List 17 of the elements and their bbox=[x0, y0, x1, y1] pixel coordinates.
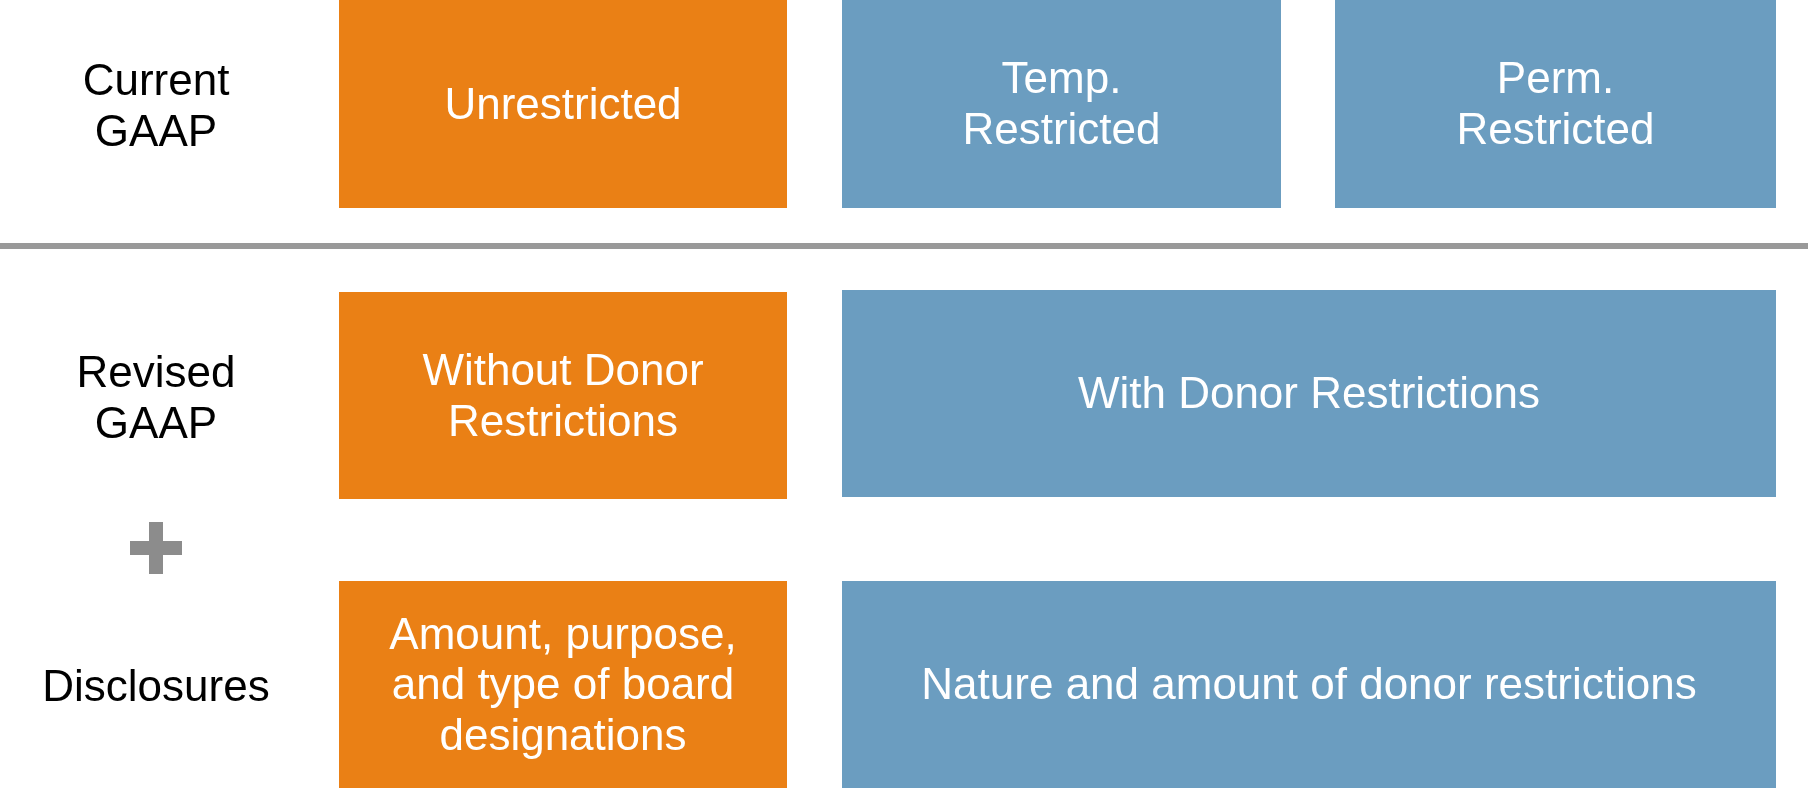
box-text: Nature and amount of donor restrictions bbox=[921, 659, 1697, 710]
row-label: Current GAAP bbox=[81, 55, 231, 157]
category-box bbox=[842, 0, 1281, 208]
category-box bbox=[842, 581, 1776, 788]
row-label: Disclosures bbox=[41, 660, 271, 712]
box-text: Without Donor Restrictions bbox=[421, 344, 705, 447]
row-label: Revised GAAP bbox=[75, 347, 237, 449]
box-text: With Donor Restrictions bbox=[1077, 368, 1541, 419]
category-box bbox=[1335, 0, 1776, 208]
box-text: Amount, purpose, and type of board designations bbox=[388, 608, 738, 761]
box-text: Unrestricted bbox=[444, 78, 682, 130]
box-text: Perm. Restricted bbox=[1455, 53, 1656, 155]
box-text: Temp. Restricted bbox=[961, 53, 1162, 155]
category-box bbox=[842, 290, 1776, 497]
category-box bbox=[339, 581, 787, 788]
category-box bbox=[339, 0, 787, 208]
category-box bbox=[339, 292, 787, 499]
